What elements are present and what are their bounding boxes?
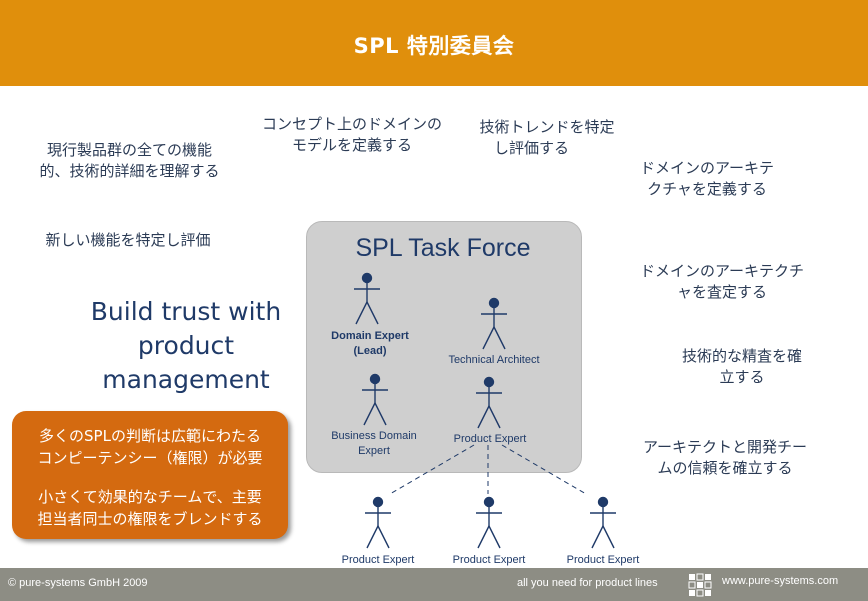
footer-bar (0, 568, 868, 601)
sub-product-expert-label: Product Expert (341, 554, 415, 566)
goal-define-architecture: ドメインのアーキテ クチャを定義する (627, 158, 787, 200)
goal-line: モデルを定義する (291, 136, 412, 154)
label-line: (Lead) (353, 345, 387, 357)
build-trust-text: Build trust with product management (86, 295, 286, 397)
technical-architect-person-icon (481, 297, 507, 350)
goal-line: アーキテクトと開発チー (642, 438, 808, 456)
product-expert-label: Product Expert (453, 433, 527, 445)
header-bar (0, 0, 868, 86)
label-line: Expert (358, 445, 390, 457)
connector-right (501, 444, 587, 495)
sub-product-expert-label: Product Expert (566, 554, 640, 566)
callout-line: 多くのSPLの判断は広範にわたる (39, 427, 261, 445)
sub-product-expert-person-icon (590, 496, 616, 549)
business-domain-expert-label: Business Domain Expert (318, 429, 430, 459)
goal-line: 的、技術的詳細を理解する (39, 162, 220, 180)
goal-technical-review: 技術的な精査を確 立する (662, 346, 822, 388)
goal-line: ドメインのアーキテ (639, 159, 775, 177)
goal-line: ャを査定する (676, 283, 767, 301)
task-force-box (306, 221, 582, 473)
sub-product-expert-person-icon (365, 496, 391, 549)
goal-line: 技術的な精査を確 (681, 347, 802, 365)
label-line: Domain Expert (331, 330, 409, 342)
sub-product-expert-label: Product Expert (452, 554, 526, 566)
sub-product-expert-person-icon (476, 496, 502, 549)
goal-understand-products: 現行製品群の全ての機能 的、技術的詳細を理解する (22, 140, 237, 182)
goal-dev-team-trust: アーキテクトと開発チー ムの信頼を確立する (630, 437, 820, 479)
goal-domain-model: コンセプト上のドメインの モデルを定義する (252, 114, 452, 156)
callout-line: 小さくて効果的なチームで、主要 (38, 488, 262, 506)
trust-line: Build trust with (90, 297, 282, 326)
goal-line: クチャを定義する (647, 180, 767, 198)
connector-left (389, 444, 475, 495)
competency-callout (12, 411, 288, 539)
goal-line: 現行製品群の全ての機能 (46, 141, 212, 159)
page-title: SPL 特別委員会 (353, 34, 515, 58)
goal-line: ムの信頼を確立する (657, 459, 793, 477)
goal-line: ドメインのアーキテクチ (639, 262, 805, 280)
domain-expert-label: Domain Expert (Lead) (318, 329, 422, 359)
goal-line: し評価する (494, 139, 570, 157)
goal-line: 立する (719, 368, 765, 386)
callout-line: 担当者同士の権限をブレンドする (37, 510, 263, 528)
goal-line: コンセプト上のドメインの (261, 115, 442, 133)
business-domain-expert-person-icon (362, 373, 388, 426)
trust-line: product (137, 331, 235, 360)
technical-architect-label: Technical Architect (448, 354, 540, 366)
callout-line: コンピーテンシー（権限）が必要 (37, 449, 263, 467)
product-expert-person-icon (476, 376, 502, 429)
goal-assess-architecture: ドメインのアーキテクチ ャを査定する (627, 261, 817, 303)
trust-line: management (102, 365, 270, 394)
footer-tagline: all you need for product lines (517, 577, 658, 589)
footer-website-link[interactable]: www.pure-systems.com (722, 575, 839, 587)
goal-tech-trends: 技術トレンドを特定 し評価する (472, 117, 622, 159)
task-force-title: SPL Task Force (355, 234, 531, 262)
footer-copyright: © pure-systems GmbH 2009 (8, 577, 148, 589)
pure-systems-logo-icon (688, 573, 712, 597)
goal-line: 技術トレンドを特定 (479, 118, 615, 136)
label-line: Business Domain (331, 430, 417, 442)
domain-expert-person-icon (354, 272, 380, 325)
goal-evaluate-features: 新しい機能を特定し評価 (45, 231, 211, 249)
